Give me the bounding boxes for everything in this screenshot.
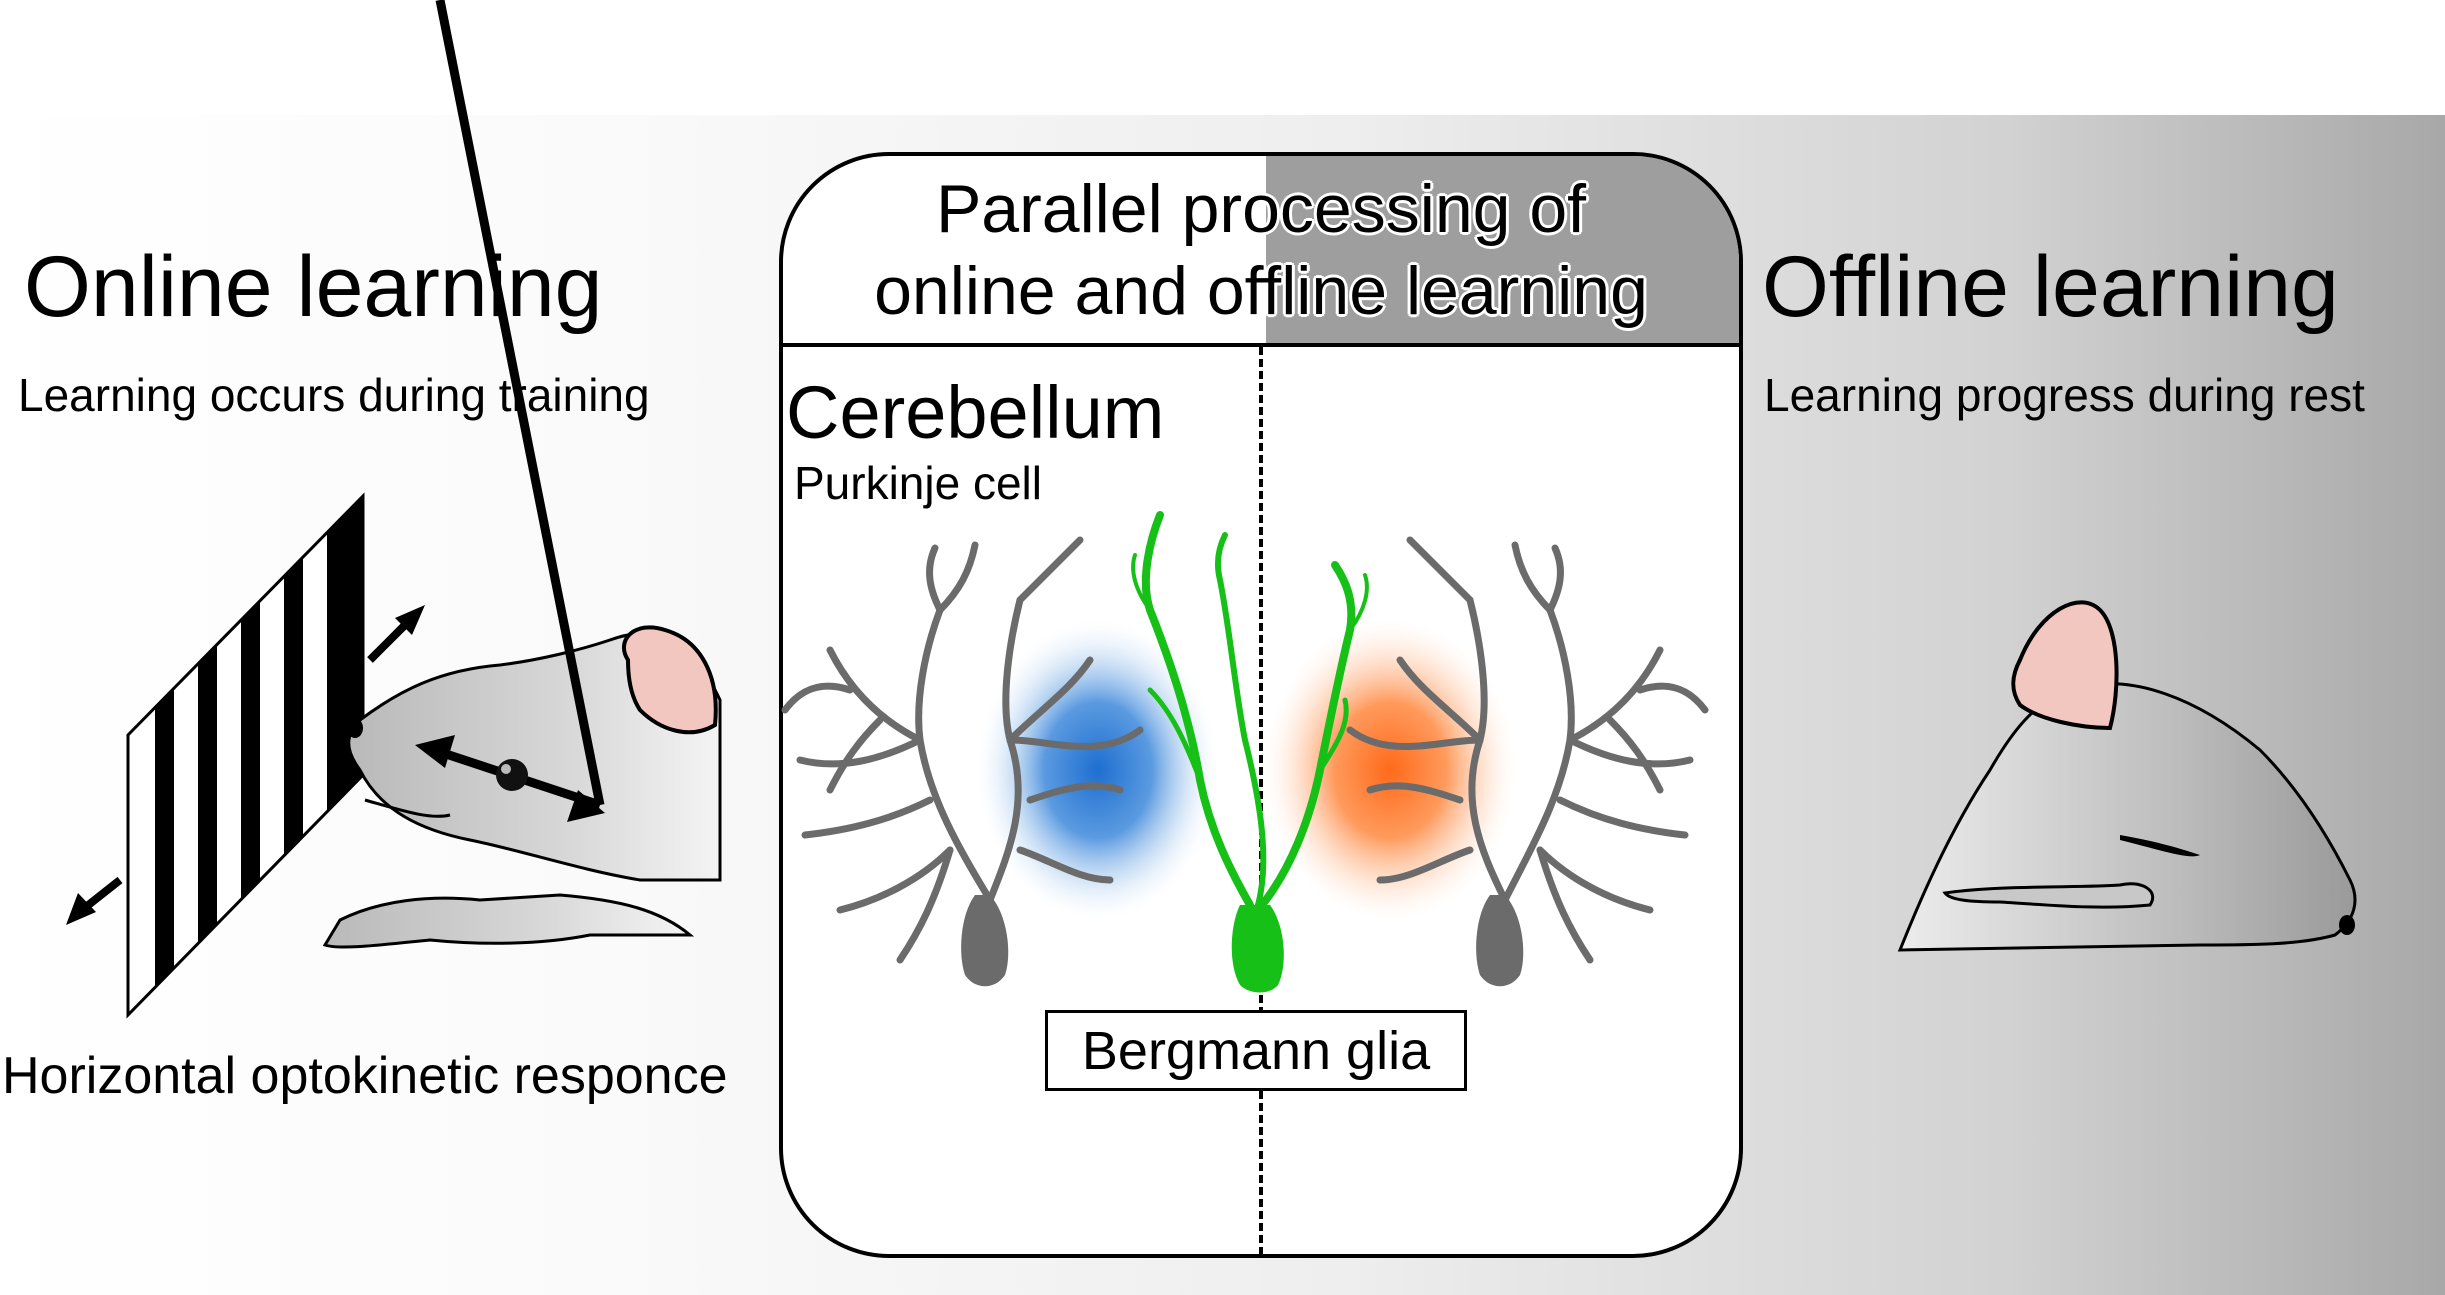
purkinje-cell-icon-right <box>1346 536 1709 964</box>
bergmann-soma <box>1231 905 1284 993</box>
panel-title-line2: online and offline learning <box>874 253 1648 329</box>
rotation-arrow-icon <box>66 605 425 925</box>
offline-learning-title: Offline learning <box>1762 239 2339 335</box>
purkinje-soma-left <box>961 895 1009 987</box>
purkinje-soma-right <box>1476 895 1524 987</box>
sleeping-mouse-icon <box>1897 600 2357 952</box>
bergmann-glia-icon <box>1131 511 1369 909</box>
optokinetic-response-caption: Horizontal optokinetic responce <box>2 1047 728 1105</box>
online-offline-divider <box>1259 347 1263 1254</box>
online-learning-subtitle: Learning occurs during training <box>18 369 650 421</box>
cerebellum-label: Cerebellum <box>786 371 1165 454</box>
eye-movement-arrow-icon <box>415 0 605 822</box>
purkinje-cell-label: Purkinje cell <box>794 457 1042 509</box>
offline-activity-glow <box>1265 620 1515 920</box>
purkinje-cell-icon <box>781 536 1144 964</box>
panel-title-line1: Parallel processing of <box>935 171 1587 247</box>
offline-header-shade <box>1266 156 1739 346</box>
bergmann-glia-label: Bergmann glia <box>1045 1010 1467 1091</box>
header-divider <box>783 343 1739 347</box>
offline-learning-subtitle: Learning progress during rest <box>1764 369 2365 421</box>
awake-mouse-icon <box>322 625 722 949</box>
